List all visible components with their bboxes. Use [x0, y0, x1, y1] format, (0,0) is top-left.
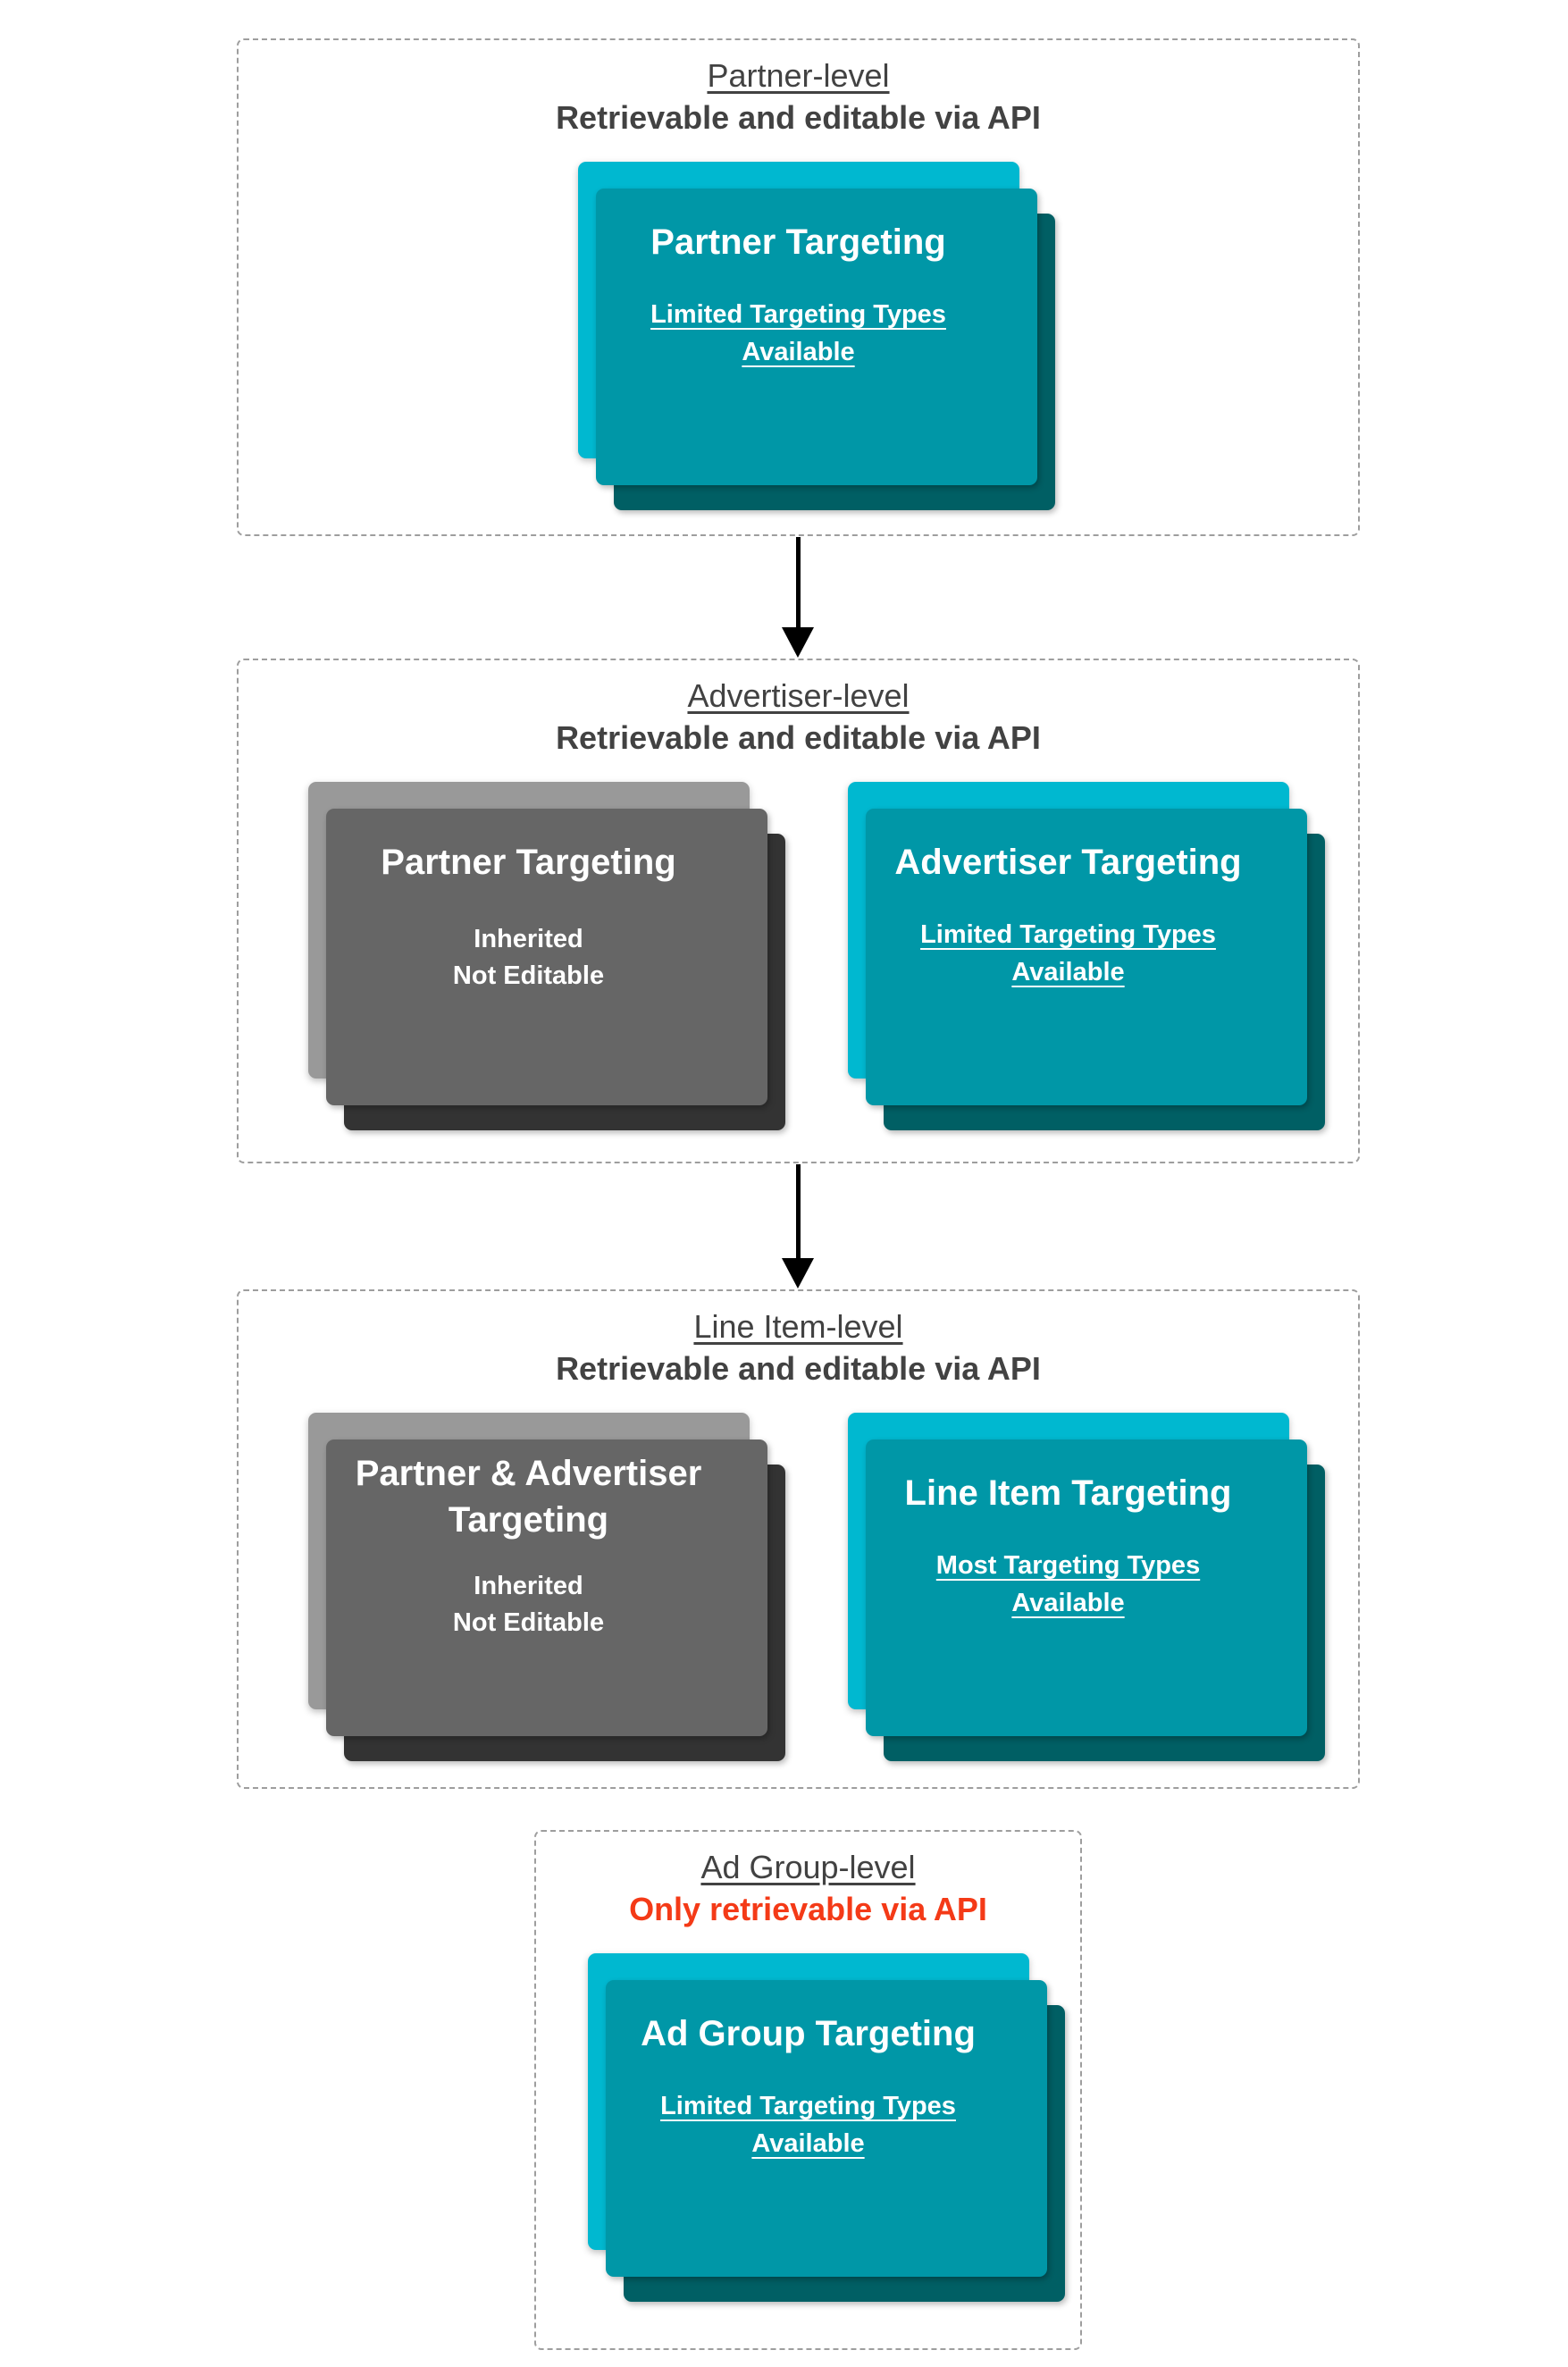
- section-subtitle: Retrievable and editable via API: [556, 1350, 1041, 1387]
- arrow-head: [782, 1258, 814, 1288]
- card-note-lines: Inherited Not Editable: [308, 921, 750, 995]
- card-note: Most Targeting Types Available: [935, 1551, 1201, 1617]
- card-title: Partner Targeting: [381, 843, 676, 882]
- card-row: Ad Group Targeting Limited Targeting Typ…: [536, 1953, 1080, 2302]
- section-subtitle: Only retrievable via API: [629, 1891, 987, 1927]
- arrow-shaft: [795, 537, 801, 627]
- card-note: Limited Targeting Types Available: [920, 920, 1216, 986]
- card-line-item-targeting: Line Item Targeting Most Targeting Types…: [847, 1413, 1325, 1761]
- section-line-item-level: Line Item-level Retrievable and editable…: [237, 1289, 1360, 1789]
- card-title: Line Item Targeting: [904, 1473, 1232, 1513]
- arrow-shaft: [795, 1164, 801, 1258]
- card-partner-targeting-inherited: Partner Targeting Inherited Not Editable: [307, 782, 785, 1130]
- card-note-line: Not Editable: [452, 961, 605, 990]
- card-row: Partner Targeting Inherited Not Editable…: [239, 782, 1358, 1130]
- section-title: Partner-level: [707, 57, 890, 94]
- card-row: Partner & Advertiser Targeting Inherited…: [239, 1413, 1358, 1761]
- card-title: Advertiser Targeting: [894, 843, 1242, 882]
- card-title: Partner Targeting: [650, 222, 946, 262]
- card-note-line: Not Editable: [452, 1608, 605, 1637]
- card-partner-advertiser-targeting-inherited: Partner & Advertiser Targeting Inherited…: [307, 1413, 785, 1761]
- card-partner-targeting: Partner Targeting Limited Targeting Type…: [577, 162, 1055, 510]
- section-subtitle: Retrievable and editable via API: [556, 99, 1041, 136]
- arrow-head: [782, 627, 814, 658]
- card-title: Ad Group Targeting: [641, 2014, 976, 2053]
- section-title: Advertiser-level: [687, 677, 910, 714]
- card-title: Partner & Advertiser Targeting: [355, 1454, 702, 1540]
- card-note-line: Inherited: [474, 1572, 583, 1600]
- card-ad-group-targeting: Ad Group Targeting Limited Targeting Typ…: [587, 1953, 1065, 2302]
- card-note-line: Inherited: [474, 925, 583, 953]
- card-advertiser-targeting: Advertiser Targeting Limited Targeting T…: [847, 782, 1325, 1130]
- down-arrow-icon: [782, 537, 814, 658]
- card-note: Limited Targeting Types Available: [660, 2092, 956, 2158]
- section-ad-group-level: Ad Group-level Only retrievable via API …: [534, 1830, 1082, 2350]
- section-subtitle: Retrievable and editable via API: [556, 719, 1041, 756]
- card-row: Partner Targeting Limited Targeting Type…: [239, 162, 1358, 510]
- section-advertiser-level: Advertiser-level Retrievable and editabl…: [237, 659, 1360, 1163]
- card-note-lines: Inherited Not Editable: [308, 1568, 750, 1641]
- down-arrow-icon: [782, 1164, 814, 1288]
- section-partner-level: Partner-level Retrievable and editable v…: [237, 38, 1360, 536]
- section-title: Ad Group-level: [700, 1849, 916, 1885]
- section-title: Line Item-level: [693, 1308, 903, 1345]
- card-note: Limited Targeting Types Available: [650, 300, 946, 366]
